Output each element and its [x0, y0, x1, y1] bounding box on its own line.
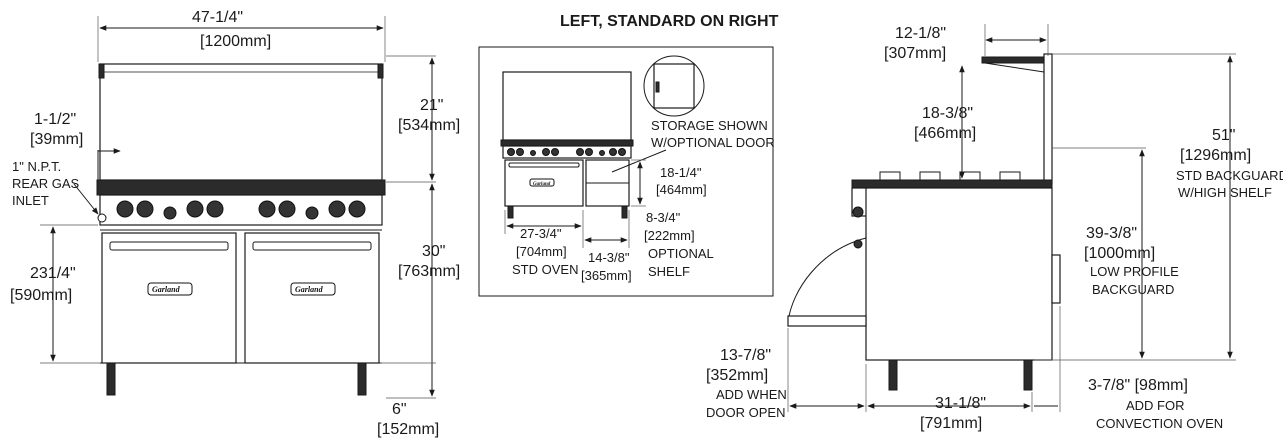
- inset-opt-in: 8-3/4": [646, 210, 681, 225]
- brand-badge-left-text: Garland: [152, 285, 181, 294]
- knob-icon: [206, 200, 224, 218]
- inset-oven-in: 27-3/4": [520, 226, 562, 241]
- storage-note-2: W/OPTIONAL DOOR: [651, 135, 775, 150]
- inset-opt-mm: [222mm]: [644, 228, 695, 243]
- inset-opt-note-1: OPTIONAL: [648, 246, 714, 261]
- storage-option-inset: Garland STORAGE SHOWN W/OPTIONAL DOOR 18…: [478, 46, 775, 297]
- storage-door-detail: [643, 55, 705, 117]
- front-oven-left: [101, 232, 237, 364]
- work-height-in: 30": [422, 243, 445, 260]
- knob-icon: [278, 200, 296, 218]
- side-body-in: 31-1/8": [935, 395, 986, 412]
- knob-icon: [348, 200, 366, 218]
- door-swing-arc: [787, 237, 867, 323]
- brand-badge-left: [147, 282, 193, 296]
- inset-storage-w-mm: [365mm]: [581, 268, 632, 283]
- gas-inlet-label-1: 1" N.P.T.: [12, 159, 61, 174]
- offset-mm: [39mm]: [30, 131, 83, 148]
- front-oven-right: [244, 232, 380, 364]
- side-door-note-2: DOOR OPEN: [706, 405, 785, 420]
- knob-icon: [136, 200, 154, 218]
- side-body-mm: [791mm]: [920, 415, 982, 432]
- inset-frame: [478, 46, 774, 297]
- side-std-note-2: W/HIGH SHELF: [1178, 185, 1272, 200]
- knob-icon: [186, 200, 204, 218]
- legs-height-in: 6": [392, 401, 407, 418]
- gas-inlet-label-2: REAR GAS: [12, 176, 80, 191]
- knob-icon: [116, 200, 134, 218]
- inset-shelf-in: 18-1/4": [660, 165, 702, 180]
- backguard-height-mm: [534mm]: [398, 117, 460, 134]
- side-std-in: 51": [1212, 127, 1235, 144]
- backguard-height-in: 21": [420, 97, 443, 114]
- side-shelf-mm: [307mm]: [884, 45, 946, 62]
- oven-height-in: 231/4": [30, 265, 76, 282]
- knob-icon: [305, 206, 319, 220]
- inset-brand-badge: Garland: [533, 182, 551, 187]
- offset-in: 1-1/2": [34, 111, 76, 128]
- side-view: 12-1/8" [307mm] 18-3/8" [466mm] 51" [129…: [706, 24, 1283, 432]
- side-leg-rear: [1023, 359, 1033, 391]
- front-backguard-right-cap: [377, 63, 384, 79]
- side-conv-note-1: ADD FOR: [1126, 398, 1185, 413]
- storage-door-icon: [653, 63, 695, 109]
- inset-cooktop: [500, 139, 634, 147]
- side-conv-note-2: CONVECTION OVEN: [1096, 416, 1223, 431]
- side-std-note-1: STD BACKGUARD: [1176, 168, 1283, 183]
- inset-shelf-mm: [464mm]: [656, 182, 707, 197]
- gas-inlet-label-3: INLET: [12, 193, 49, 208]
- brand-badge-right: [290, 282, 336, 296]
- work-height-mm: [763mm]: [398, 263, 460, 280]
- side-conv-in: 3-7/8" [98mm]: [1088, 377, 1188, 394]
- front-knobs: [116, 200, 366, 220]
- front-backguard-left-cap: [98, 63, 105, 79]
- front-cooktop: [96, 179, 386, 196]
- side-high-shelf: [981, 56, 1049, 64]
- side-body: [865, 187, 1053, 361]
- inset-backguard: [502, 71, 632, 141]
- side-door-note-1: ADD WHEN: [716, 387, 787, 402]
- inset-opt-note-2: SHELF: [648, 264, 690, 279]
- side-convection-motor: [1051, 254, 1061, 304]
- side-leg-front: [888, 359, 898, 391]
- front-width-mm: [1200mm]: [200, 33, 271, 50]
- side-low-in: 39-3/8": [1086, 225, 1137, 242]
- side-cooktop: [851, 179, 1053, 189]
- side-open-door: [787, 315, 867, 327]
- inset-oven-note: STD OVEN: [512, 262, 578, 277]
- drawing-title: LEFT, STANDARD ON RIGHT: [560, 13, 779, 30]
- front-backguard: [99, 63, 383, 181]
- storage-note-1: STORAGE SHOWN: [651, 118, 768, 133]
- side-door-mm: [352mm]: [706, 367, 768, 384]
- inset-oven-mm: [704mm]: [516, 244, 567, 259]
- front-leg-right: [357, 362, 367, 396]
- side-shelf-in: 12-1/8": [895, 25, 946, 42]
- side-depth-in: 18-3/8": [922, 105, 973, 122]
- oven-height-mm: [590mm]: [10, 287, 72, 304]
- oven-handle-right: [252, 241, 372, 251]
- front-leg-left: [106, 362, 116, 396]
- side-low-note-2: BACKGUARD: [1092, 282, 1174, 297]
- knob-icon: [328, 200, 346, 218]
- knob-icon: [163, 206, 177, 220]
- side-door-in: 13-7/8": [720, 347, 771, 364]
- side-depth-mm: [466mm]: [914, 125, 976, 142]
- oven-handle-left: [109, 241, 229, 251]
- inset-storage-w-in: 14-3/8": [588, 250, 630, 265]
- front-width-in: 47-1/4": [192, 9, 243, 26]
- side-backguard-post: [1043, 53, 1053, 185]
- knob-icon: [258, 200, 276, 218]
- side-low-note-1: LOW PROFILE: [1090, 264, 1179, 279]
- brand-badge-right-text: Garland: [295, 285, 324, 294]
- side-low-mm: [1000mm]: [1084, 245, 1155, 262]
- legs-height-mm: [152mm]: [377, 421, 439, 438]
- front-view: Garland Garland 47-1/4" [1200mm] 21" [53…: [10, 9, 460, 438]
- side-std-mm: [1296mm]: [1180, 147, 1251, 164]
- gas-inlet-icon: [97, 213, 107, 223]
